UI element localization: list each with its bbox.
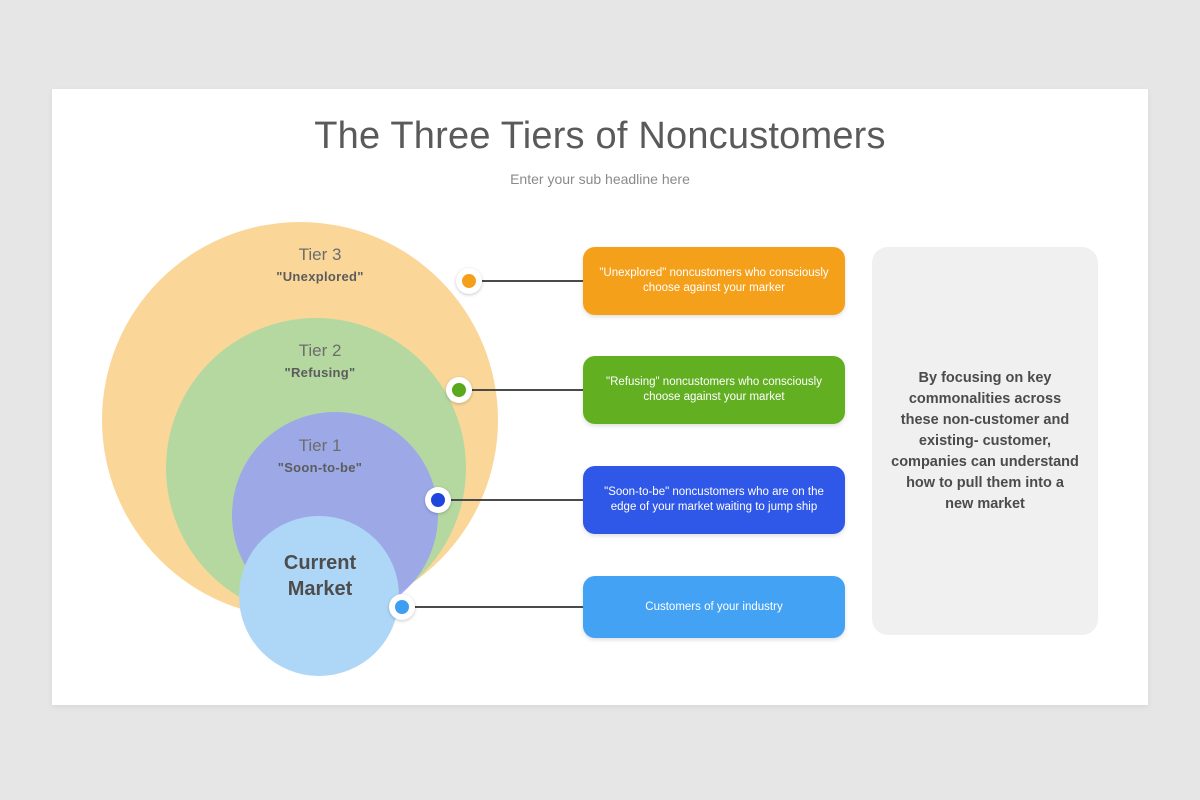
callout-tier-1[interactable]: "Soon-to-be" noncustomers who are on the… [583, 466, 845, 534]
summary-panel[interactable]: By focusing on key commonalities across … [872, 247, 1098, 635]
page-subtitle: Enter your sub headline here [510, 171, 690, 187]
marker-tier-1[interactable] [425, 487, 451, 513]
marker-tier-2-dot [452, 383, 466, 397]
marker-current-market[interactable] [389, 594, 415, 620]
page-title: The Three Tiers of Noncustomers [314, 115, 886, 157]
marker-tier-3[interactable] [456, 268, 482, 294]
marker-current-market-dot [395, 600, 409, 614]
circle-current-market[interactable] [239, 516, 399, 676]
marker-tier-1-dot [431, 493, 445, 507]
marker-tier-2[interactable] [446, 377, 472, 403]
slide-canvas: The Three Tiers of Noncustomers Enter yo… [52, 89, 1148, 705]
connector-line-tier-3 [482, 280, 587, 282]
callout-tier-3[interactable]: "Unexplored" noncustomers who consciousl… [583, 247, 845, 315]
marker-tier-3-dot [462, 274, 476, 288]
callout-tier-1-text: "Soon-to-be" noncustomers who are on the… [604, 486, 824, 513]
summary-panel-text: By focusing on key commonalities across … [891, 369, 1079, 512]
callout-current-market-text: Customers of your industry [645, 600, 783, 613]
callout-current-market[interactable]: Customers of your industry [583, 576, 845, 638]
connector-line-current-market [415, 606, 587, 608]
callout-tier-2-text: "Refusing" noncustomers who consciously … [606, 376, 822, 403]
connector-line-tier-2 [472, 389, 587, 391]
callout-tier-2[interactable]: "Refusing" noncustomers who consciously … [583, 356, 845, 424]
callout-tier-3-text: "Unexplored" noncustomers who consciousl… [599, 267, 829, 294]
connector-line-tier-1 [451, 499, 587, 501]
